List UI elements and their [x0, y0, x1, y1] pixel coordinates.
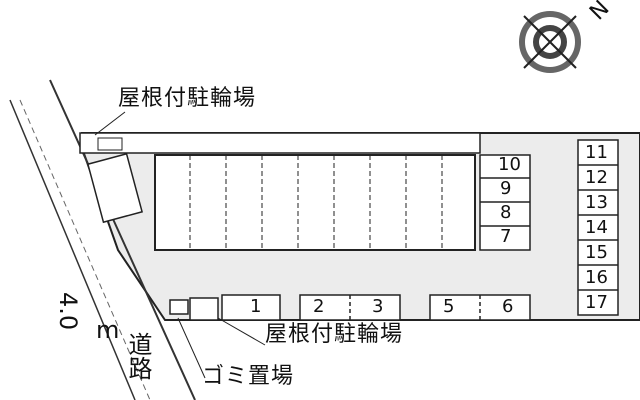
compass-icon: [519, 11, 581, 73]
space-12: 12: [585, 167, 608, 188]
road-width-value: 4.0: [54, 292, 82, 331]
building-corridor: [79, 132, 481, 154]
space-6: 6: [502, 296, 514, 317]
space-13: 13: [585, 192, 608, 213]
parking-bottom-row: [221, 294, 531, 321]
bike-parking-top-icon: [97, 137, 123, 151]
parking-building-side: [479, 154, 531, 251]
space-11: 11: [585, 142, 608, 163]
space-14: 14: [585, 217, 608, 238]
space-16: 16: [585, 267, 608, 288]
space-15: 15: [585, 242, 608, 263]
space-7: 7: [500, 226, 512, 247]
label-trash-area: ゴミ置場: [202, 364, 295, 389]
space-5: 5: [443, 296, 455, 317]
space-8: 8: [500, 202, 512, 223]
callout-lines: [94, 111, 266, 379]
label-bike-parking-bottom: 屋根付駐輪場: [265, 322, 404, 347]
label-bike-parking-top: 屋根付駐輪場: [118, 86, 257, 111]
road-edge-outer: [9, 99, 136, 400]
road-dashed-line: [19, 99, 151, 400]
space-1: 1: [250, 296, 262, 317]
bike-parking-bottom-structure: [189, 297, 219, 321]
space-17: 17: [585, 292, 608, 313]
road-label: 道路: [124, 332, 152, 380]
space-10: 10: [498, 154, 521, 175]
road-edge-inner: [49, 79, 196, 400]
bike-parking-top-structure: [86, 152, 144, 224]
road-width-unit: m: [96, 316, 120, 344]
space-3: 3: [372, 296, 384, 317]
trash-area-structure: [169, 299, 189, 315]
apartment-building: [154, 154, 476, 251]
parking-right-column: [577, 139, 619, 316]
space-9: 9: [500, 178, 512, 199]
space-2: 2: [313, 296, 325, 317]
